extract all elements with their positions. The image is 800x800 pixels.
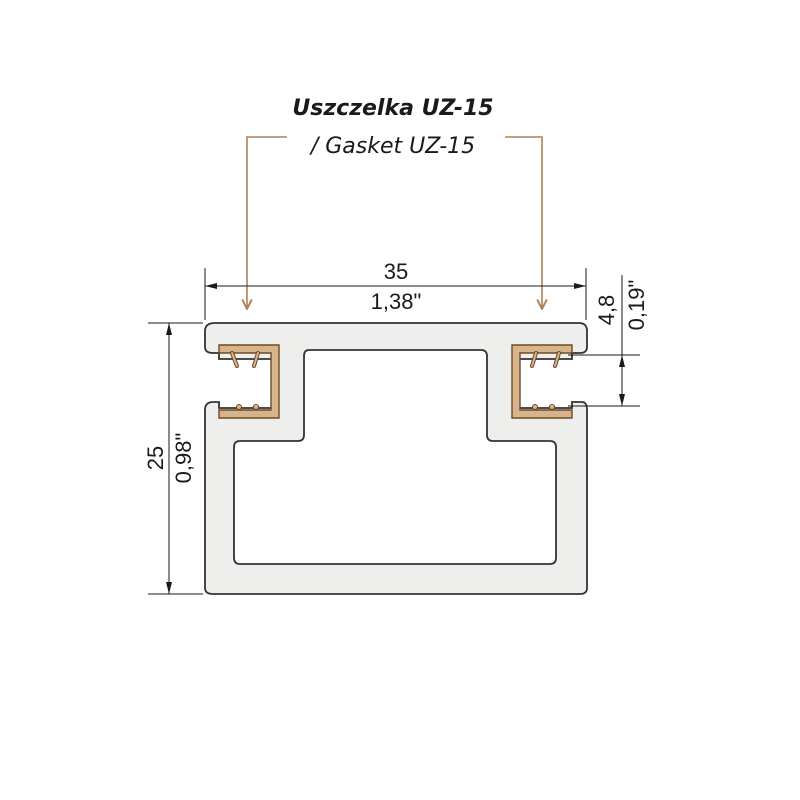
groove-inch-label: 0,19" xyxy=(624,280,649,331)
height-inch-label: 0,98" xyxy=(171,433,196,484)
width-mm-label: 35 xyxy=(384,259,408,284)
right-gasket-leader xyxy=(505,136,542,309)
width-dimension: 35 1,38" xyxy=(204,259,587,320)
left-gasket-leader xyxy=(247,136,287,309)
left-gasket xyxy=(218,344,280,419)
gasket-title-polish: Uszczelka UZ-15 xyxy=(292,96,494,121)
groove-mm-label: 4,8 xyxy=(594,295,619,326)
height-dimension: 25 0,98" xyxy=(143,322,203,595)
width-inch-label: 1,38" xyxy=(371,289,422,314)
profile-body xyxy=(204,322,588,595)
gasket-title-english: / Gasket UZ-15 xyxy=(310,134,476,159)
right-gasket xyxy=(511,344,573,419)
groove-dimension: 4,8 0,19" xyxy=(568,275,649,407)
height-mm-label: 25 xyxy=(143,446,168,470)
